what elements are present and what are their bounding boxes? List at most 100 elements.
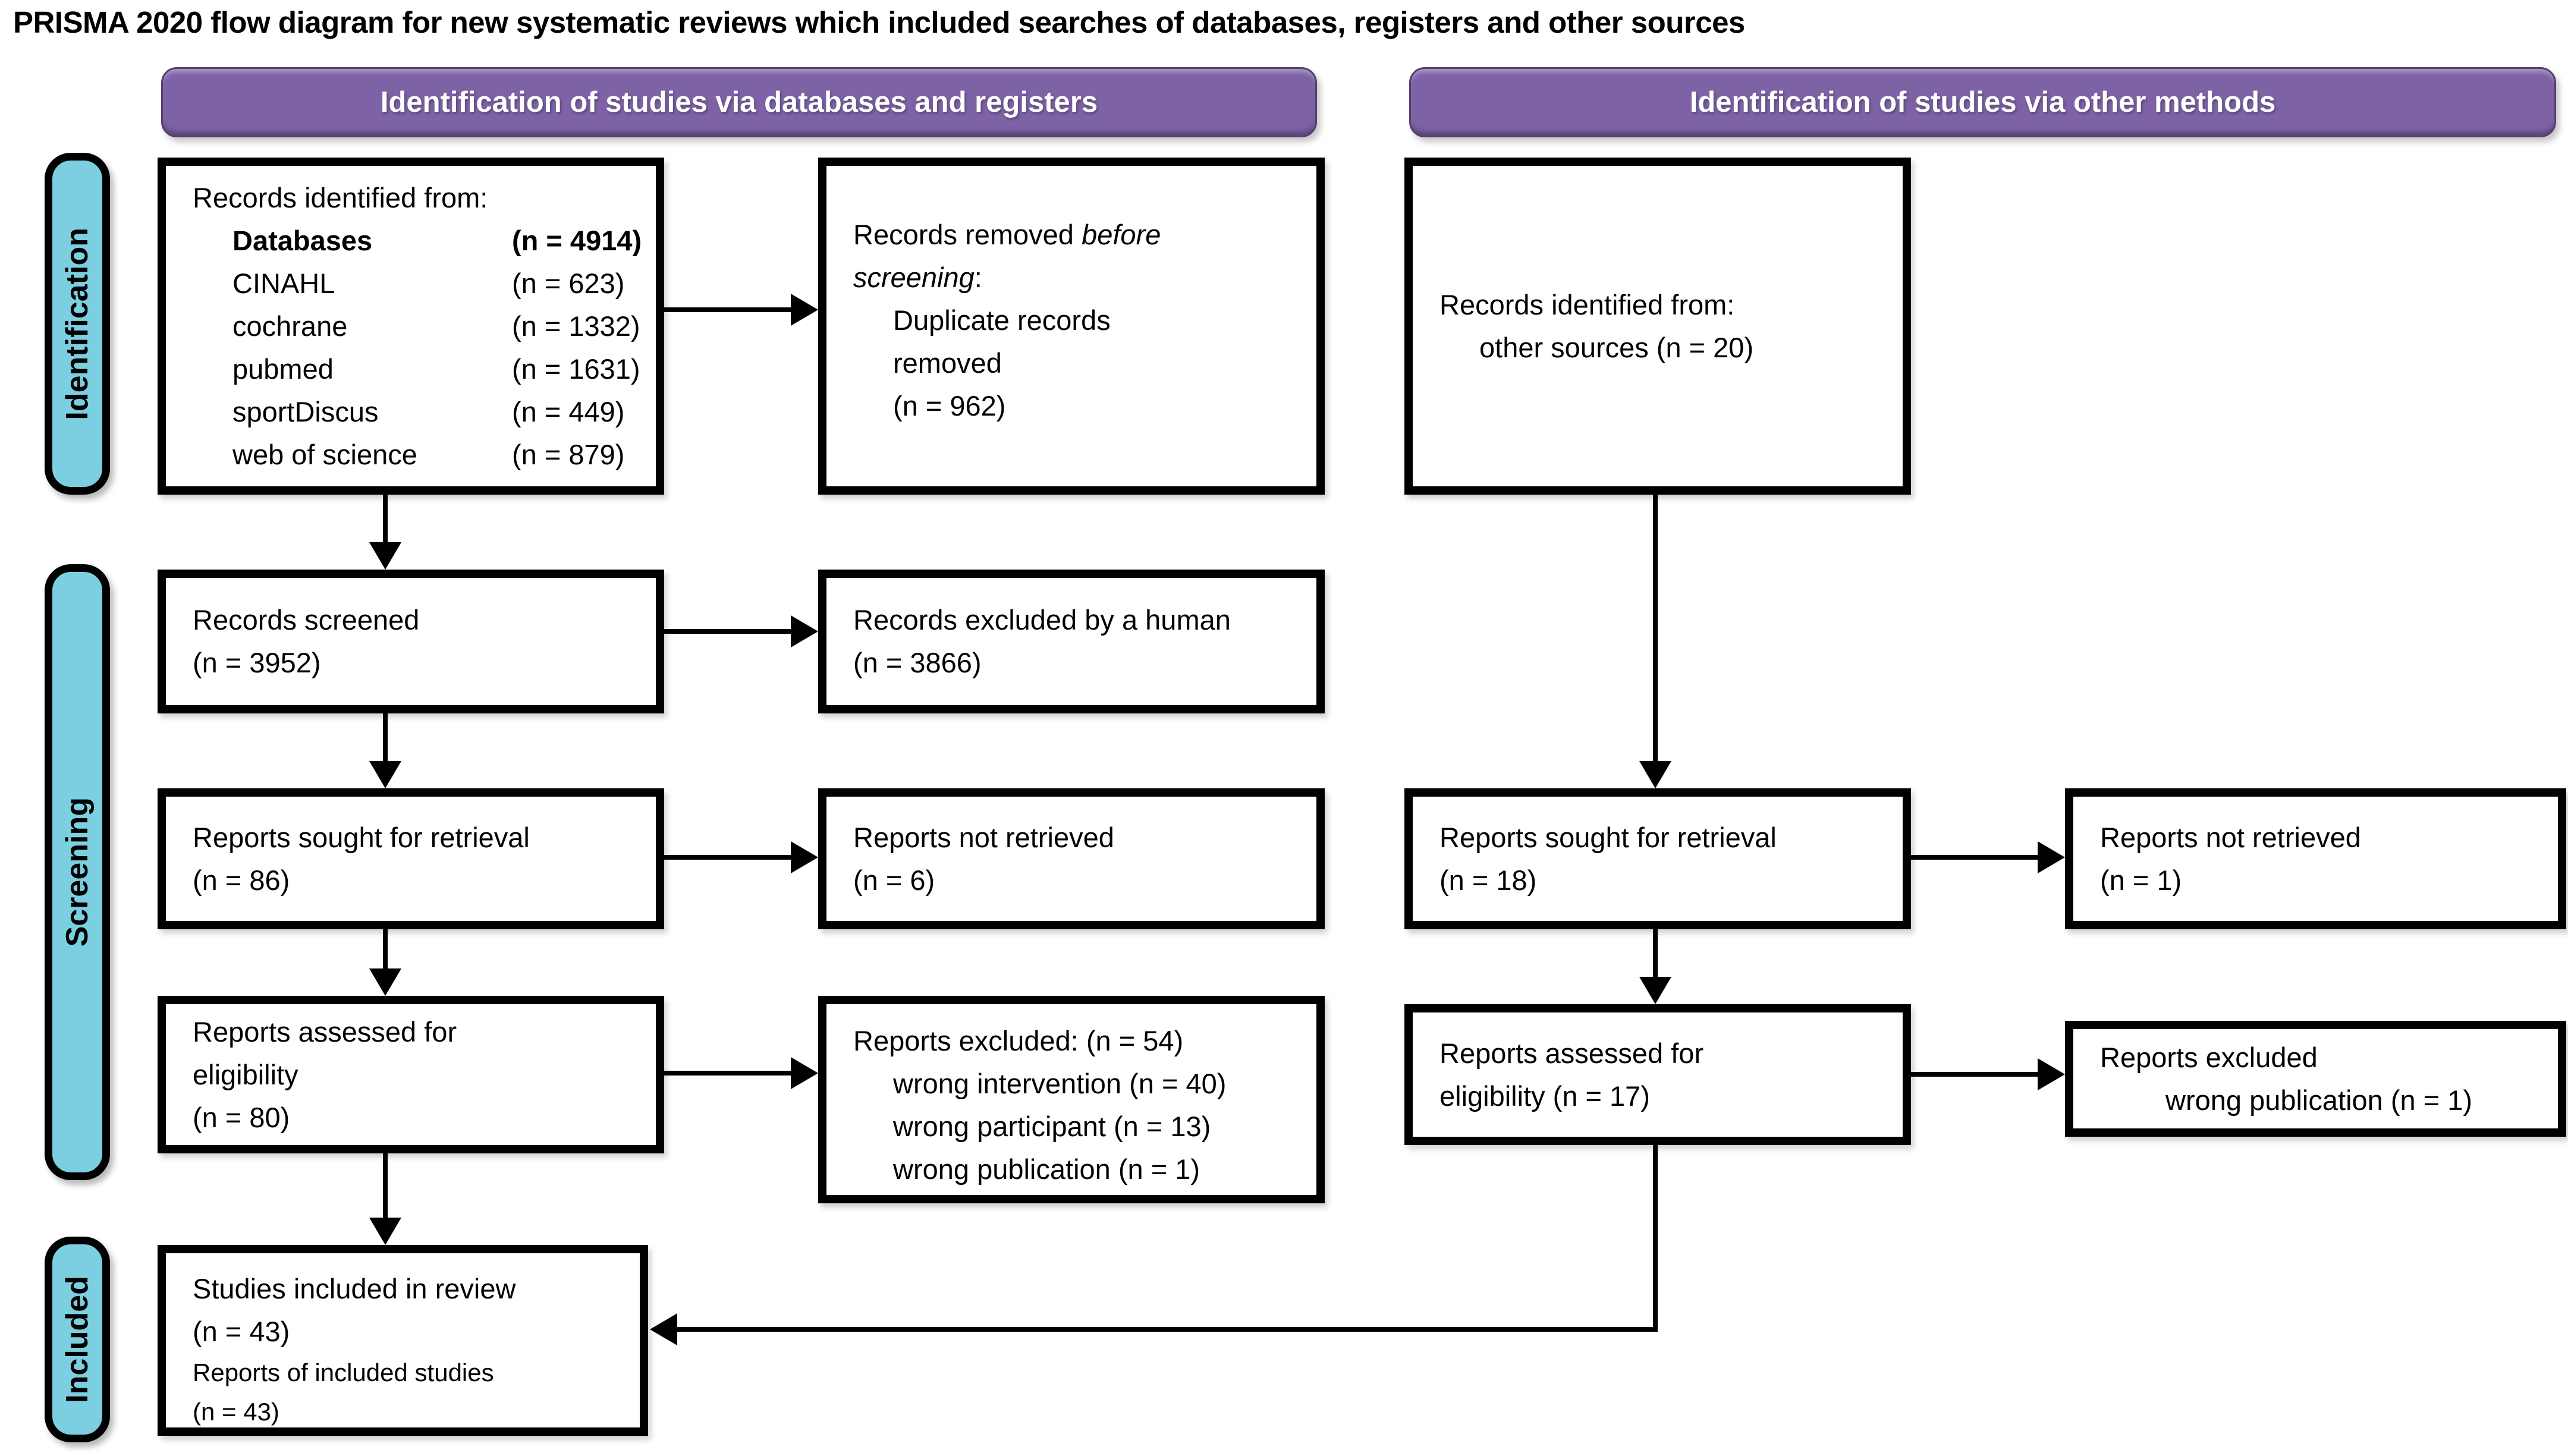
reports-excluded-item: wrong publication (n = 1) — [2165, 1084, 2472, 1116]
arrow-assessed-to-excluded-head — [791, 1057, 818, 1089]
arrow-assessed-other-to-included-vline — [1653, 1144, 1658, 1332]
source-label: sportDiscus — [232, 396, 379, 427]
source-count: (n = 1332) — [512, 310, 640, 342]
records-identified-row: CINAHL (n = 623) — [193, 262, 647, 305]
reports-assessed-count: (n = 80) — [193, 1101, 290, 1133]
reports-not-retrieved-line1: Reports not retrieved — [853, 821, 1114, 853]
reports-not-retrieved-count: (n = 6) — [853, 864, 935, 896]
arrow-sought-other-to-assessed-head — [1639, 977, 1671, 1004]
arrow-othersources-to-sought-head — [1639, 761, 1671, 788]
box-records-screened: Records screened (n = 3952) — [158, 570, 664, 713]
other-sources-line2: other sources (n = 20) — [1479, 331, 1754, 363]
reports-included-line: Reports of included studies — [193, 1358, 494, 1386]
header-other-methods-label: Identification of studies via other meth… — [1689, 86, 2276, 118]
source-label: CINAHL — [232, 268, 335, 299]
box-reports-sought-other: Reports sought for retrieval (n = 18) — [1404, 788, 1911, 929]
source-label: pubmed — [232, 353, 334, 385]
arrow-identified-to-removed-line — [664, 307, 792, 312]
reports-sought-count: (n = 18) — [1439, 864, 1537, 896]
box-reports-excluded-other: Reports excluded wrong publication (n = … — [2065, 1021, 2566, 1137]
box-reports-excluded-db: Reports excluded: (n = 54) wrong interve… — [818, 996, 1325, 1203]
arrow-sought-to-assessed-line — [383, 928, 388, 970]
box-other-sources: Records identified from: other sources (… — [1404, 158, 1911, 495]
records-excluded-line1: Records excluded by a human — [853, 604, 1231, 636]
sidebar-identification-label: Identification — [60, 227, 95, 420]
arrow-sought-to-notretrieved-line — [664, 855, 792, 860]
arrow-identified-to-screened-head — [369, 542, 401, 570]
reports-assessed-line2: eligibility (n = 17) — [1439, 1080, 1650, 1112]
arrow-othersources-to-sought-line — [1653, 493, 1658, 762]
arrow-screened-to-excluded-head — [791, 615, 818, 647]
arrow-sought-other-to-assessed-line — [1653, 928, 1658, 979]
reports-sought-line1: Reports sought for retrieval — [1439, 821, 1777, 853]
arrow-assessed-other-to-excluded-line — [1910, 1072, 2039, 1077]
box-reports-not-retrieved-db: Reports not retrieved (n = 6) — [818, 788, 1325, 929]
source-label: cochrane — [232, 310, 348, 342]
reports-excluded-item: wrong publication (n = 1) — [893, 1153, 1200, 1185]
records-excluded-count: (n = 3866) — [853, 647, 982, 678]
records-removed-sub: (n = 962) — [893, 390, 1006, 422]
box-reports-assessed-db: Reports assessed for eligibility (n = 80… — [158, 996, 664, 1153]
reports-sought-count: (n = 86) — [193, 864, 290, 896]
studies-included-line1: Studies included in review — [193, 1273, 516, 1304]
arrow-sought-to-assessed-head — [369, 968, 401, 996]
box-reports-assessed-other: Reports assessed for eligibility (n = 17… — [1404, 1004, 1911, 1145]
sidebar-identification: Identification — [45, 153, 110, 495]
reports-assessed-line1: Reports assessed for — [193, 1015, 457, 1048]
header-other-methods: Identification of studies via other meth… — [1409, 67, 2556, 137]
arrow-assessed-to-included-line — [383, 1152, 388, 1219]
reports-sought-line1: Reports sought for retrieval — [193, 821, 530, 853]
reports-assessed-line1: Reports assessed for — [1439, 1037, 1704, 1069]
header-databases-registers-label: Identification of studies via databases … — [380, 86, 1098, 118]
other-sources-line1: Records identified from: — [1439, 288, 1735, 320]
arrow-assessed-other-to-included-head — [650, 1313, 677, 1345]
reports-not-retrieved-line1: Reports not retrieved — [2100, 821, 2361, 853]
arrow-assessed-to-excluded-line — [664, 1071, 792, 1076]
records-screened-count: (n = 3952) — [193, 647, 321, 678]
source-count: (n = 4914) — [512, 225, 642, 256]
reports-not-retrieved-count: (n = 1) — [2100, 864, 2182, 896]
box-reports-sought-db: Reports sought for retrieval (n = 86) — [158, 788, 664, 929]
box-records-excluded-human: Records excluded by a human (n = 3866) — [818, 570, 1325, 713]
sidebar-screening: Screening — [45, 564, 110, 1180]
source-count: (n = 623) — [512, 268, 625, 299]
records-identified-intro: Records identified from: — [193, 182, 488, 213]
records-identified-row: cochrane (n = 1332) — [193, 305, 647, 348]
reports-excluded-line1: Reports excluded — [2100, 1041, 2318, 1073]
header-databases-registers: Identification of studies via databases … — [161, 67, 1317, 137]
reports-excluded-header: Reports excluded: (n = 54) — [853, 1025, 1184, 1056]
arrow-sought-to-notretrieved-head — [791, 841, 818, 873]
arrow-screened-to-sought-line — [383, 712, 388, 762]
arrow-sought-other-to-notretrieved-line — [1910, 855, 2039, 860]
arrow-sought-other-to-notretrieved-head — [2038, 841, 2065, 873]
sidebar-included-label: Included — [60, 1276, 95, 1403]
page-title: PRISMA 2020 flow diagram for new systema… — [13, 5, 1745, 39]
reports-excluded-item: wrong intervention (n = 40) — [893, 1068, 1227, 1099]
arrow-identified-to-removed-head — [791, 294, 818, 326]
arrow-screened-to-excluded-line — [664, 629, 792, 634]
sidebar-screening-label: Screening — [60, 797, 95, 947]
arrow-identified-to-screened-line — [383, 493, 388, 545]
records-identified-row: Databases (n = 4914) — [193, 219, 647, 262]
arrow-assessed-other-to-excluded-head — [2038, 1058, 2065, 1090]
records-identified-row: web of science (n = 879) — [193, 433, 647, 476]
arrow-screened-to-sought-head — [369, 761, 401, 788]
records-removed-line2: screening: — [853, 262, 982, 293]
reports-assessed-line2: eligibility — [193, 1058, 298, 1090]
box-records-identified: Records identified from: Databases (n = … — [158, 158, 664, 495]
studies-included-count: (n = 43) — [193, 1316, 290, 1347]
reports-excluded-item: wrong participant (n = 13) — [893, 1111, 1211, 1142]
source-count: (n = 449) — [512, 396, 625, 427]
source-count: (n = 879) — [512, 439, 625, 470]
records-removed-sub: Duplicate records — [893, 304, 1111, 336]
source-label: Databases — [232, 225, 373, 256]
records-screened-line1: Records screened — [193, 604, 420, 636]
sidebar-included: Included — [45, 1237, 110, 1442]
source-count: (n = 1631) — [512, 353, 640, 385]
arrow-assessed-to-included-head — [369, 1218, 401, 1245]
arrow-assessed-other-to-included-hline — [677, 1327, 1658, 1332]
reports-included-count: (n = 43) — [193, 1398, 279, 1426]
